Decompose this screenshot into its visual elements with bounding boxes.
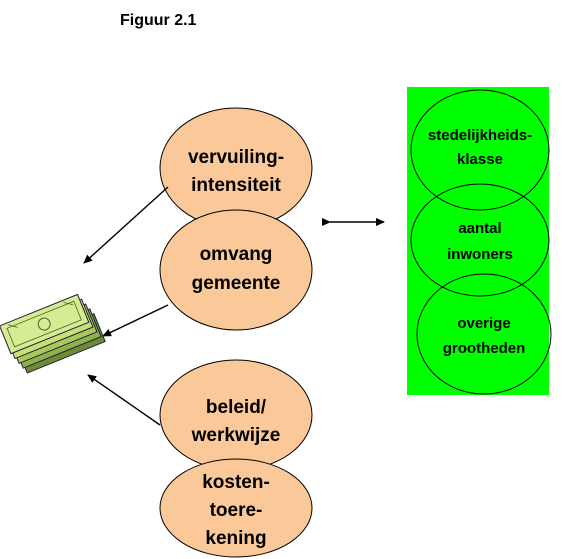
left-ellipse-omvang-line-2: gemeente [192,273,281,294]
left-ellipse-beleid-line-1: beleid/ [206,397,267,418]
left-ellipse-beleid: beleid/ werkwijze [159,359,313,471]
arrow-vervuiling-to-money [83,186,169,264]
right-ellipse-stedelijkheid-line-2: klasse [457,151,503,168]
right-ellipse-stedelijkheid-line-1: stedelijkheids- [428,127,532,144]
left-ellipse-vervuiling: vervuiling- intensiteit [159,107,313,229]
figure-title: Figuur 2.1 [120,12,197,29]
left-ellipse-kosten-line-1: kosten- [202,472,270,493]
left-ellipse-vervuiling-line-2: intensiteit [191,175,281,196]
right-ellipse-inwoners: aantal inwoners [410,183,550,297]
left-ellipse-kosten: kosten- toere- kening [159,458,313,558]
left-ellipse-omvang: omvang gemeente [159,209,313,331]
arrow-beleid-to-money [87,374,161,426]
left-ellipse-beleid-line-2: werkwijze [191,425,281,446]
right-ellipse-inwoners-line-1: aantal [458,220,501,237]
left-ellipse-kosten-line-3: kening [205,528,266,549]
right-ellipse-overige: overige grootheden [416,273,552,395]
right-ellipse-overige-line-2: grootheden [443,340,526,357]
left-ellipse-omvang-line-1: omvang [200,244,273,265]
right-ellipse-overige-line-1: overige [457,315,510,332]
left-ellipse-kosten-line-2: toere- [210,500,263,521]
right-ellipse-stedelijkheid: stedelijkheids- klasse [410,89,550,211]
money-stack-icon [0,293,106,374]
left-ellipse-vervuiling-line-1: vervuiling- [188,147,284,168]
green-group-panel [407,87,549,395]
arrow-omvang-to-money [102,304,169,337]
right-ellipse-inwoners-line-2: inwoners [447,246,513,263]
